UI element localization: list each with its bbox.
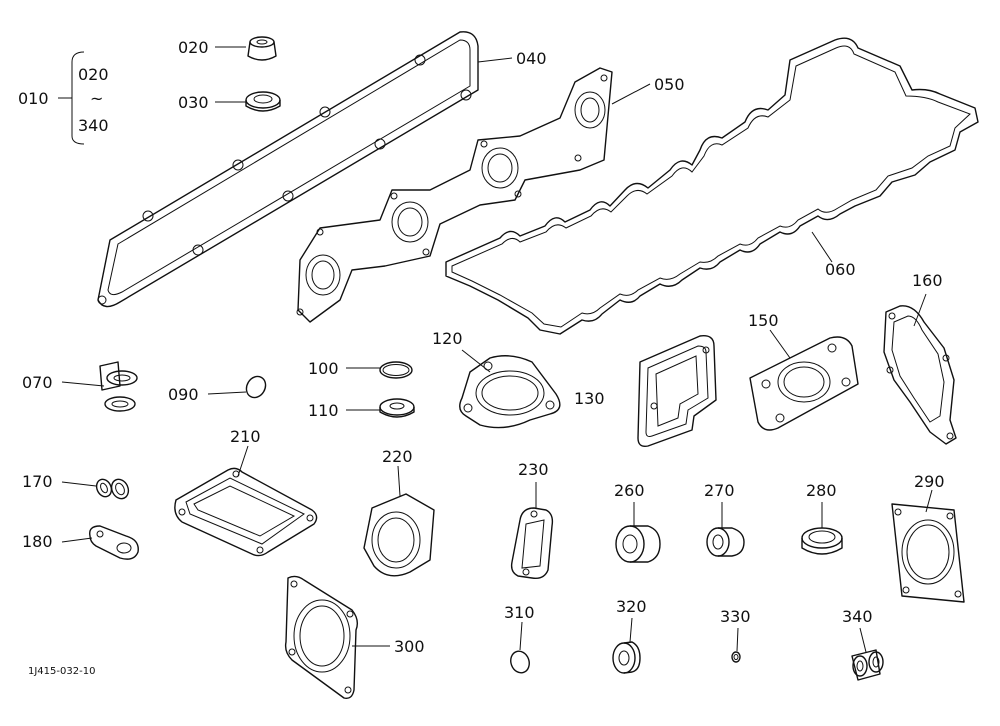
part-330-small-seal: 330 [720,607,751,663]
callout-090: 090 [168,385,199,404]
callout-220: 220 [382,447,413,466]
callout-150: 150 [748,311,779,330]
callout-130: 130 [574,389,605,408]
callout-260: 260 [614,481,645,500]
part-040-long-gasket: 040 [97,31,547,308]
callout-230: 230 [518,460,549,479]
part-310-o-ring: 310 [504,603,535,674]
part-170-small-rings: 170 [22,472,130,500]
callout-300: 300 [394,637,425,656]
part-160-irregular-gasket: 160 [883,271,957,445]
label-340-set-end: 340 [78,116,109,135]
part-260-oil-seal: 260 [614,481,661,563]
part-020-valve-stem-seal: 020 [178,36,277,61]
part-070-washers: 070 [22,361,138,412]
part-050-manifold-gasket: 050 [296,67,685,323]
callout-270: 270 [704,481,735,500]
callout-340: 340 [842,607,873,626]
callout-210: 210 [230,427,261,446]
callout-020: 020 [178,38,209,57]
label-020-set-start: 020 [78,65,109,84]
part-100-o-ring: 100 [308,359,413,379]
callout-170: 170 [22,472,53,491]
part-090-o-ring: 090 [168,375,267,404]
callout-320: 320 [616,597,647,616]
part-060-cover-gasket: 060 [445,37,979,335]
part-110-seal: 110 [308,398,415,420]
part-210-box-gasket: 210 [174,427,318,557]
part-290-square-gasket: 290 [891,472,965,603]
part-180-elongated-gasket: 180 [22,525,139,560]
label-tilde: ~ [90,89,103,108]
callout-330: 330 [720,607,751,626]
label-010: 010 [18,89,49,108]
reference-code: 1J415-032-10 [28,666,95,677]
callout-280: 280 [806,481,837,500]
part-270-seal: 270 [704,481,745,557]
part-280-grommet: 280 [801,481,843,555]
callout-060: 060 [825,260,856,279]
part-300-gasket: 300 [284,575,425,700]
callout-290: 290 [914,472,945,491]
callout-070: 070 [22,373,53,392]
callout-110: 110 [308,401,339,420]
callout-120: 120 [432,329,463,348]
callout-030: 030 [178,93,209,112]
part-340-double-ring: 340 [842,607,884,681]
callout-100: 100 [308,359,339,378]
set-bracket-010: 010 020 ~ 340 [18,51,109,145]
part-rectangular-gasket [637,335,717,448]
callout-180: 180 [22,532,53,551]
part-030-seal: 030 [178,91,281,112]
part-120-flange-gasket: 120 130 [432,329,605,429]
callout-050: 050 [654,75,685,94]
part-320-seal: 320 [612,597,647,674]
callout-040: 040 [516,49,547,68]
callout-310: 310 [504,603,535,622]
callout-160: 160 [912,271,943,290]
part-230-narrow-gasket: 230 [510,460,554,580]
part-220-flanged-gasket: 220 [363,447,435,577]
part-150-square-gasket: 150 [748,311,859,431]
